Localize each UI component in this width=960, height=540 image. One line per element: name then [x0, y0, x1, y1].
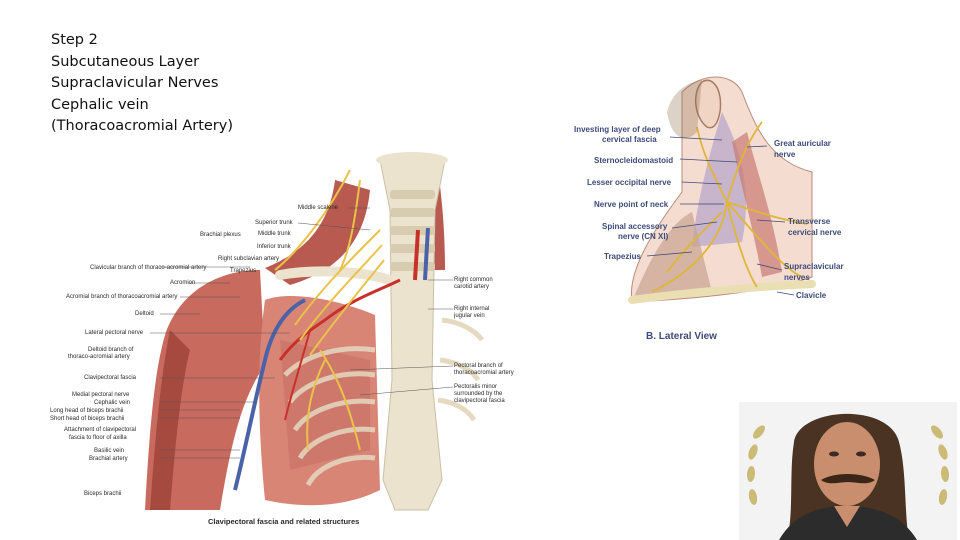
- label-attachment-fascia: Attachment of clavipectoral: [64, 427, 137, 433]
- label-investing-layer: Investing layer of deep: [574, 125, 661, 134]
- clavipectoral-fascia-figure: Middle scalene Superior trunk Middle tru…: [50, 150, 530, 530]
- label-spinal-accessory-2: nerve (CN XI): [618, 232, 669, 241]
- shoulder-dissection-illustration: [145, 152, 485, 511]
- label-lesser-occipital-nerve: Lesser occipital nerve: [587, 178, 672, 187]
- label-great-auricular-2: nerve: [774, 150, 796, 159]
- lateral-neck-figure: Investing layer of deep cervical fascia …: [572, 72, 862, 352]
- label-supraclavicular-nerves-2: nerves: [784, 273, 810, 282]
- step-line: (Thoracoacromial Artery): [51, 118, 234, 134]
- label-cephalic-vein: Cephalic vein: [94, 400, 131, 406]
- label-investing-layer-2: cervical fascia: [602, 135, 657, 144]
- label-biceps-brachii: Biceps brachii: [84, 491, 122, 497]
- label-acromial-branch: Acromial branch of thoracoacromial arter…: [66, 294, 178, 300]
- step-title: Step 2: [51, 32, 98, 48]
- label-right-subclavian-artery: Right subclavian artery: [218, 256, 280, 262]
- label-clavicle: Clavicle: [796, 291, 827, 300]
- label-right-common-carotid-2: carotid artery: [454, 284, 490, 290]
- label-basilic-vein: Basilic vein: [94, 448, 125, 454]
- figure-a-caption: Clavipectoral fascia and related structu…: [208, 517, 360, 526]
- label-deltoid: Deltoid: [135, 311, 154, 317]
- portrait-photo: [739, 402, 957, 540]
- label-brachial-plexus: Brachial plexus: [200, 232, 241, 238]
- label-acromion: Acromion: [170, 280, 196, 286]
- label-trapezius: Trapezius: [230, 268, 257, 274]
- label-clavipectoral-fascia: Clavipectoral fascia: [84, 375, 137, 381]
- label-pectoral-branch-2: thoracoacromial artery: [454, 370, 514, 376]
- step-text-list: Step 2 Subcutaneous Layer Supraclavicula…: [51, 30, 233, 138]
- label-deltoid-branch-2: thoraco-acromial artery: [68, 354, 130, 360]
- label-lateral-pectoral-nerve: Lateral pectoral nerve: [85, 330, 144, 336]
- label-middle-trunk: Middle trunk: [258, 231, 291, 237]
- label-attachment-fascia-2: fascia to floor of axilla: [69, 435, 127, 441]
- lateral-neck-illustration: [628, 76, 816, 304]
- label-superior-trunk: Superior trunk: [255, 220, 293, 226]
- label-supraclavicular-nerves: Supraclavicular: [784, 262, 844, 271]
- label-brachial-artery: Brachial artery: [89, 456, 128, 462]
- label-pectoralis-minor-3: clavipectoral fascia: [454, 398, 505, 404]
- label-great-auricular: Great auricular: [774, 139, 831, 148]
- label-spinal-accessory: Spinal accessory: [602, 222, 668, 231]
- label-trapezius-b: Trapezius: [604, 252, 641, 261]
- label-right-common-carotid: Right common: [454, 277, 493, 283]
- label-pectoralis-minor-2: surrounded by the: [454, 391, 503, 397]
- portrait-illustration: [746, 413, 950, 540]
- label-medial-pectoral-nerve: Medial pectoral nerve: [72, 392, 130, 398]
- step-line: Subcutaneous Layer: [51, 53, 200, 70]
- label-sternocleidomastoid: Sternocleidomastoid: [594, 156, 674, 165]
- step-line: Cephalic vein: [51, 96, 149, 113]
- label-middle-scalene: Middle scalene: [298, 205, 339, 211]
- label-long-head-biceps: Long head of biceps brachii: [50, 408, 124, 414]
- label-pectoral-branch: Pectoral branch of: [454, 363, 503, 369]
- label-transverse-cervical: Transverse: [788, 217, 831, 226]
- label-nerve-point-of-neck: Nerve point of neck: [594, 200, 669, 209]
- label-short-head-biceps: Short head of biceps brachii: [50, 416, 125, 422]
- step-line: Supraclavicular Nerves: [51, 75, 219, 91]
- figure-b-caption: B. Lateral View: [646, 331, 717, 342]
- label-right-internal-jugular-2: jugular vein: [454, 313, 485, 319]
- label-pectoralis-minor: Pectoralis minor: [454, 384, 498, 390]
- label-clavicular-branch: Clavicular branch of thoraco-acromial ar…: [90, 265, 207, 271]
- label-transverse-cervical-2: cervical nerve: [788, 228, 842, 237]
- label-right-internal-jugular: Right internal: [454, 306, 490, 312]
- label-deltoid-branch: Deltoid branch of: [88, 347, 134, 353]
- label-inferior-trunk: Inferior trunk: [257, 244, 291, 250]
